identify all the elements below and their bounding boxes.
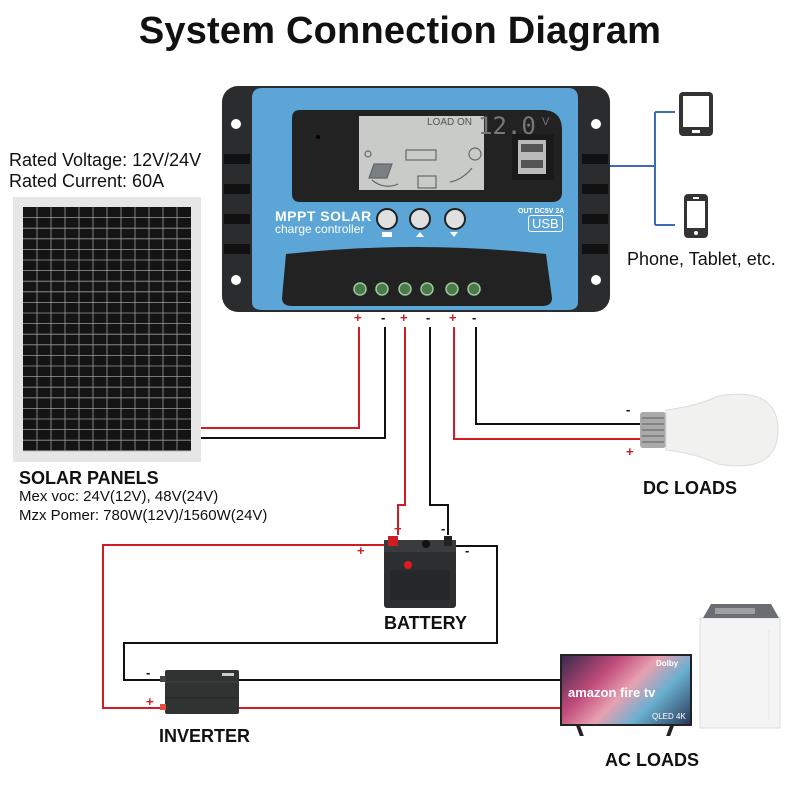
light-bulb-icon [640, 393, 779, 467]
battery-plus-left: + [357, 543, 365, 558]
usb-devices-label: Phone, Tablet, etc. [627, 249, 776, 269]
phone-icon [684, 194, 708, 238]
dc-load-positive-wire [453, 327, 640, 440]
terminal-load-minus: - [472, 310, 477, 325]
tv-brand: amazon fire tv [568, 685, 656, 700]
tv-image: amazon fire tv Dolby QLED 4K [560, 654, 692, 736]
charge-controller-body [222, 86, 610, 312]
battery-negative-wire [429, 327, 449, 535]
up-button [409, 208, 431, 230]
solar-positive-wire [200, 327, 360, 429]
lcd-unit: V [542, 116, 550, 128]
controller-specs: Rated Voltage: 12V/24V Rated Current: 60… [9, 150, 201, 192]
inverter-negative-wire [123, 545, 498, 681]
solar-panels-label: SOLAR PANELS [19, 468, 159, 488]
solar-panel-image [13, 197, 201, 462]
controller-subtitle: charge controller [275, 222, 365, 236]
ac-loads-label: AC LOADS [605, 750, 699, 770]
page-title: System Connection Diagram [138, 10, 662, 52]
washing-machine-image [699, 604, 781, 729]
terminal-battery-minus: - [426, 310, 431, 325]
inverter-plus: + [146, 694, 154, 709]
battery-minus-top: - [441, 521, 446, 536]
battery-minus-right: - [465, 543, 470, 558]
inverter-positive-wire [102, 544, 392, 709]
controller-buttons [376, 208, 466, 230]
inverter-icon [160, 670, 239, 714]
down-button [444, 208, 466, 230]
terminal-solar-plus: + [354, 310, 362, 325]
dc-load-plus: + [626, 444, 634, 459]
solar-panels-power: Mzx Pomer: 780W(12V)/1560W(24V) [19, 507, 268, 524]
dc-loads-label: DC LOADS [643, 478, 737, 498]
dc-load-minus: - [626, 402, 631, 417]
battery-positive-wire [397, 327, 406, 535]
rated-voltage: Rated Voltage: 12V/24V [9, 150, 202, 170]
menu-button [376, 208, 398, 230]
tv-dolby: Dolby [656, 659, 679, 668]
lcd-value: 12.0 [478, 112, 536, 140]
usb-logo: USB [528, 215, 563, 232]
controller-brand: MPPT SOLAR [275, 208, 372, 224]
rated-current: Rated Current: 60A [9, 171, 165, 191]
inverter-minus: - [146, 665, 151, 680]
tablet-icon [679, 92, 713, 136]
battery-plus-top: + [394, 521, 402, 536]
dc-load-negative-wire [475, 327, 640, 425]
charge-controller: LOAD ON 12.0 V MPPT SOLAR charge control… [222, 84, 610, 314]
terminal-solar-minus: - [381, 310, 386, 325]
solar-negative-wire [200, 327, 386, 439]
usb-output-label: OUT DC5V 2A [518, 208, 565, 215]
terminal-load-plus: + [449, 310, 457, 325]
solar-panels-voc: Mex voc: 24V(12V), 48V(24V) [19, 488, 219, 505]
tv-qled: QLED 4K [652, 712, 686, 721]
battery-label: BATTERY [384, 613, 467, 633]
terminal-battery-plus: + [400, 310, 408, 325]
battery-icon [384, 536, 456, 608]
inverter-label: INVERTER [159, 726, 251, 746]
lcd-status: LOAD ON [427, 117, 473, 128]
